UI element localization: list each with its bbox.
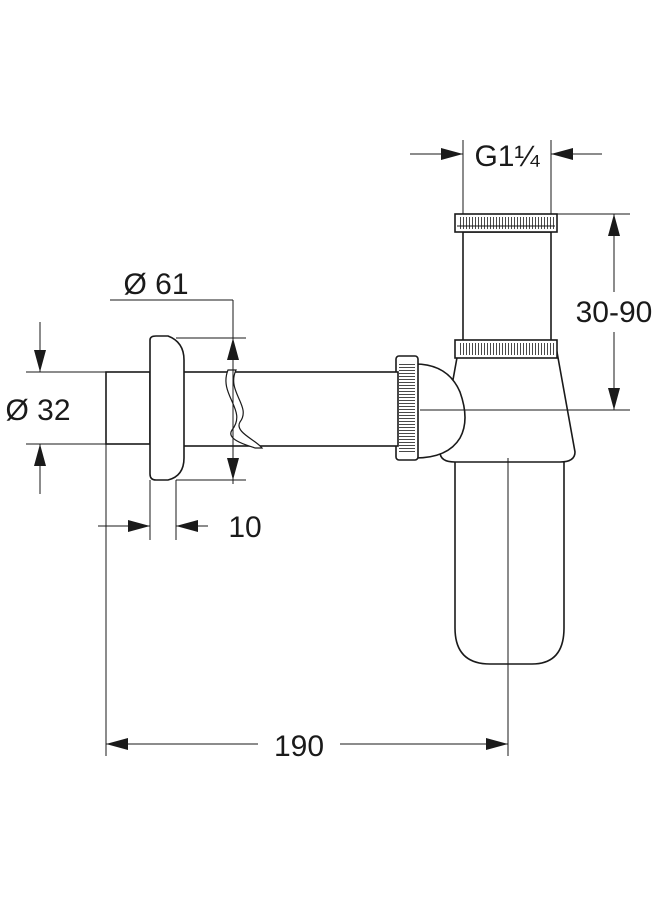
pipe-break-line xyxy=(225,369,264,449)
trap-cup xyxy=(454,460,565,665)
dimension-height-range: 30-90 xyxy=(557,213,653,411)
arrow-up xyxy=(608,214,620,236)
trap-side-socket xyxy=(414,363,466,459)
dimension-thread: G1¼ xyxy=(410,140,602,214)
arrow-right xyxy=(128,520,150,532)
arrow-up xyxy=(34,444,46,466)
arrow-right xyxy=(441,148,463,160)
middle-nut-knurl xyxy=(458,343,554,355)
arrow-down xyxy=(34,350,46,372)
side-nut-knurl xyxy=(399,362,415,454)
dimension-rosette-depth: 10 xyxy=(98,480,262,544)
top-nut-knurl xyxy=(458,217,554,229)
arrow-down xyxy=(608,388,620,410)
arrow-down xyxy=(227,458,239,480)
dimension-pipe-diameter: Ø 32 xyxy=(5,322,106,494)
offset-label: 190 xyxy=(274,730,324,763)
wall-rosette xyxy=(149,335,185,481)
pipe-diameter-label: Ø 32 xyxy=(5,394,70,427)
horizontal-pipe xyxy=(175,371,399,447)
arrow-left xyxy=(176,520,198,532)
rosette-diameter-label: Ø 61 xyxy=(123,268,188,301)
trap-assembly xyxy=(395,213,615,665)
rosette-depth-label: 10 xyxy=(228,511,261,544)
trap-bell-body xyxy=(439,351,576,463)
trap-tailpiece xyxy=(462,231,552,343)
dimension-offset: 190 xyxy=(105,444,509,763)
height-range-label: 30-90 xyxy=(576,296,653,329)
thread-label: G1¼ xyxy=(474,140,540,173)
wall-pipe-assembly xyxy=(105,335,399,481)
arrow-up xyxy=(227,338,239,360)
arrow-left xyxy=(551,148,573,160)
arrow-right xyxy=(486,738,508,750)
wall-pipe-stub xyxy=(105,371,151,445)
dimension-rosette-diameter: Ø 61 xyxy=(110,268,246,484)
arrow-left xyxy=(106,738,128,750)
